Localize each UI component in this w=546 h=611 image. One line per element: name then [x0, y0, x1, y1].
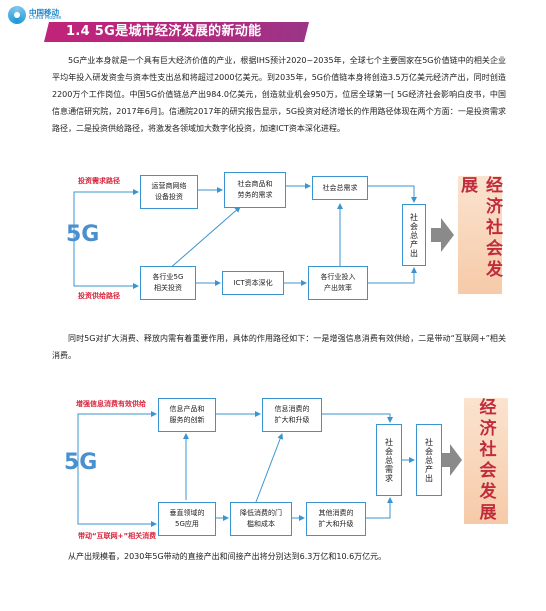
box-economic-development-2: 经济社会发展 — [464, 398, 508, 524]
paragraph-output: 从产出规模看，2030年5G带动的直接产出和间接产出将分别达到6.3万亿和10.… — [68, 552, 387, 561]
box-total-demand: 社会总需求 — [312, 176, 368, 200]
box-total-output-2: 社会总产出 — [416, 424, 442, 496]
logo-cn-text: 中国移动 — [29, 7, 59, 17]
section-title: 1.4 5G是城市经济发展的新动能 — [66, 24, 262, 39]
box-operator-investment: 运营商网络 设备投资 — [140, 175, 198, 209]
box-lower-threshold: 降低消费的门 槛和成本 — [230, 502, 292, 536]
box-industry-5g-investment: 各行业5G 相关投资 — [140, 266, 196, 300]
box-info-consumption: 信息消费的 扩大和升级 — [262, 398, 322, 432]
box-vertical-5g: 垂直领域的 5G应用 — [158, 502, 216, 536]
logo-en-text: China Mobile — [29, 15, 62, 22]
box-ict-capital: ICT资本深化 — [222, 271, 284, 295]
paragraph-consumption: 同时5G对扩大消费、释放内需有着重要作用，具体的作用路径如下：一是增强信息消费有… — [52, 334, 506, 360]
diagram2-5g-label: 5G — [64, 450, 98, 475]
label-info-supply: 增强信息消费有效供给 — [76, 400, 146, 408]
paragraph-investment: 5G产业本身就是一个具有巨大经济价值的产业，根据IHS预计2020~2035年，… — [52, 56, 506, 133]
logo-icon — [8, 6, 26, 24]
big-arrow-icon — [431, 218, 454, 252]
china-mobile-logo: 中国移动 China Mobile — [8, 6, 61, 24]
label-supply-path: 投资供给路径 — [78, 292, 120, 300]
diagram1-5g-label: 5G — [66, 222, 100, 247]
big-arrow-icon-2 — [442, 444, 462, 476]
box-info-innovation: 信息产品和 服务的创新 — [158, 398, 216, 432]
box-total-output: 社会总产出 — [402, 204, 426, 266]
box-other-consumption: 其他消费的 扩大和升级 — [306, 502, 366, 536]
box-economic-development: 经济社会发展 — [457, 176, 502, 294]
label-internet-plus: 带动“互联网+”相关消费 — [78, 532, 157, 540]
label-demand-path: 投资需求路径 — [78, 177, 120, 185]
box-goods-demand: 社会商品和 劳务的需求 — [224, 172, 286, 208]
box-total-demand-2: 社会总需求 — [376, 424, 402, 496]
box-industry-efficiency: 各行业投入 产出效率 — [308, 266, 368, 300]
